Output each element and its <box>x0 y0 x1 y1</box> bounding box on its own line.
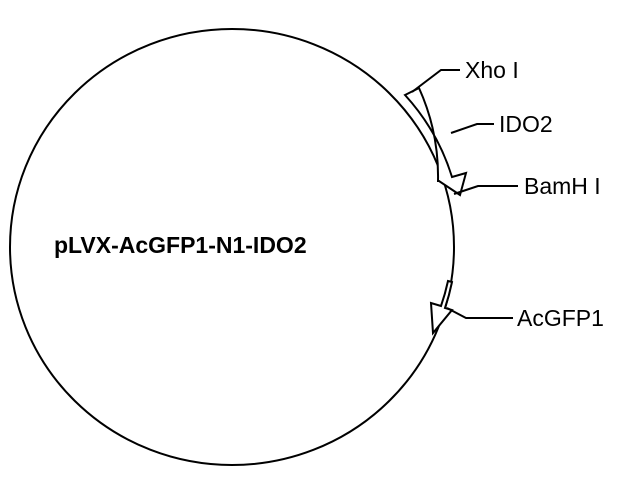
plasmid-backbone-circle <box>9 28 455 466</box>
acgfp1-gene-arrow <box>429 279 454 336</box>
ido2-gene-arrow <box>403 86 468 197</box>
ido2-leader-line <box>450 123 494 134</box>
bamh1-leader-line <box>453 185 518 195</box>
ido2-label: IDO2 <box>499 111 553 137</box>
acgfp1-label: AcGFP1 <box>517 305 604 331</box>
bamh1-label: BamH I <box>524 173 601 199</box>
xho1-leader-line <box>411 69 460 93</box>
plasmid-name: pLVX-AcGFP1-N1-IDO2 <box>54 232 307 258</box>
xho1-label: Xho I <box>465 57 519 83</box>
acgfp1-leader-line <box>446 307 513 319</box>
